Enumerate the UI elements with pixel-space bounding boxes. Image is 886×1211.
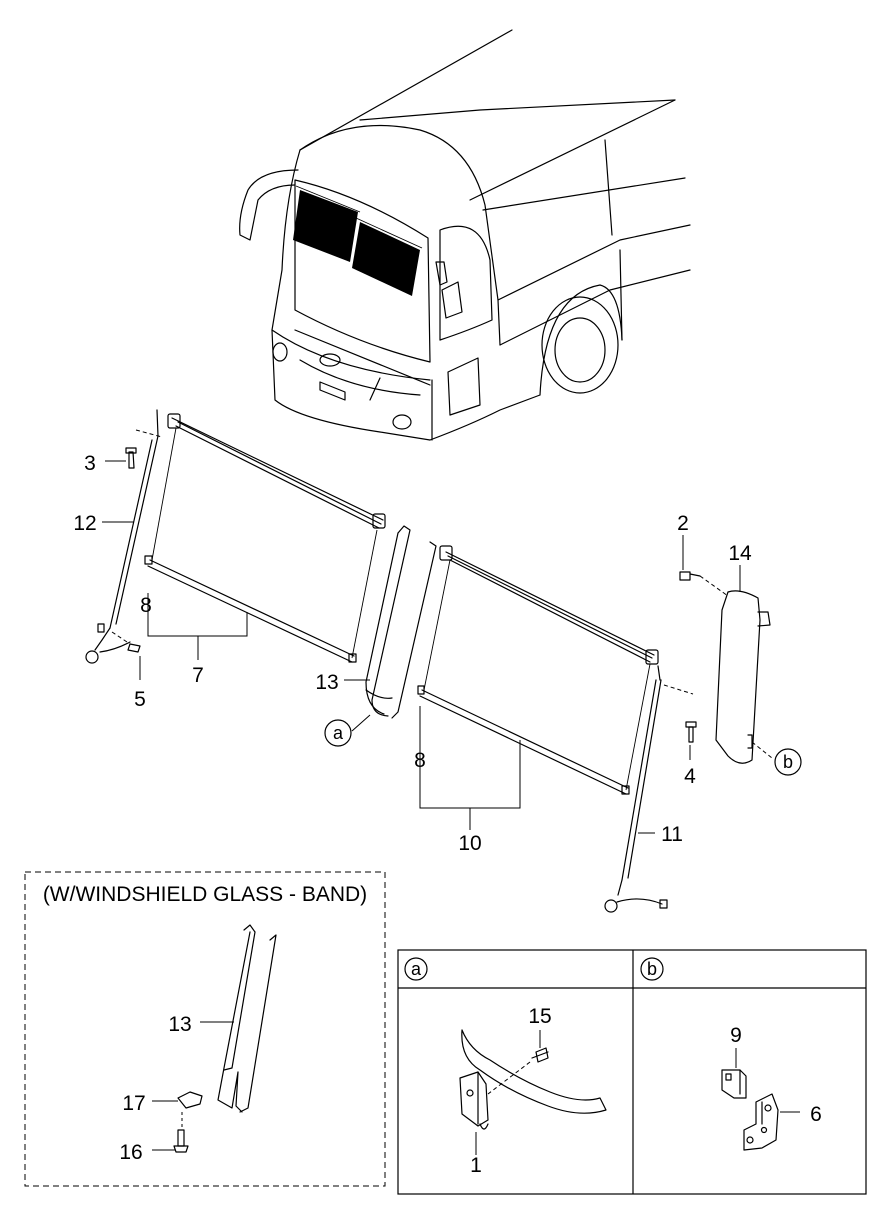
callout-4: 4 [684,765,696,788]
callout-11: 11 [661,823,683,846]
ref-a-marker [324,719,352,747]
left-sunshade-assembly [85,409,386,664]
callout-7: 7 [192,664,204,687]
inset-border [24,871,386,1187]
callout-1: 1 [470,1154,482,1177]
ref-b-label: b [783,752,793,772]
callout-12: 12 [73,512,96,535]
callout-10: 10 [458,832,481,855]
inset-windshield-band: (W/WINDSHIELD GLASS - BAND) 13 17 16 [24,871,386,1187]
callout-leaders [102,460,741,834]
table-col-a-label: a [411,959,422,979]
callout-8-left: 8 [140,594,152,617]
callout-8-right: 8 [414,749,426,772]
callout-6: 6 [810,1103,822,1126]
ref-a-label: a [333,723,344,743]
bus-illustration [239,29,691,441]
inset-title: (W/WINDSHIELD GLASS - BAND) [43,883,367,906]
ref-b-marker [774,748,802,776]
center-trim-13 [365,525,437,719]
callout-2: 2 [677,512,689,535]
detail-table: a b 15 1 9 6 [397,949,867,1195]
callout-5: 5 [134,688,146,711]
callout-9: 9 [730,1024,742,1047]
callout-13-inset: 13 [168,1013,191,1036]
callout-17: 17 [122,1092,145,1115]
table-col-a-marker [404,957,428,981]
right-sunshade-assembly [417,545,697,913]
reference-markers: a b [324,719,802,776]
callout-14: 14 [728,542,752,565]
callout-3: 3 [84,452,96,475]
table-col-b-label: b [647,959,657,979]
callout-labels: 3 12 8 7 5 13 2 14 8 4 10 11 [73,452,752,855]
table-col-b-marker [640,957,664,981]
callout-15: 15 [528,1005,551,1028]
callout-16: 16 [119,1141,142,1164]
sun-visor-14 [679,571,773,764]
callout-13-main: 13 [315,671,338,694]
